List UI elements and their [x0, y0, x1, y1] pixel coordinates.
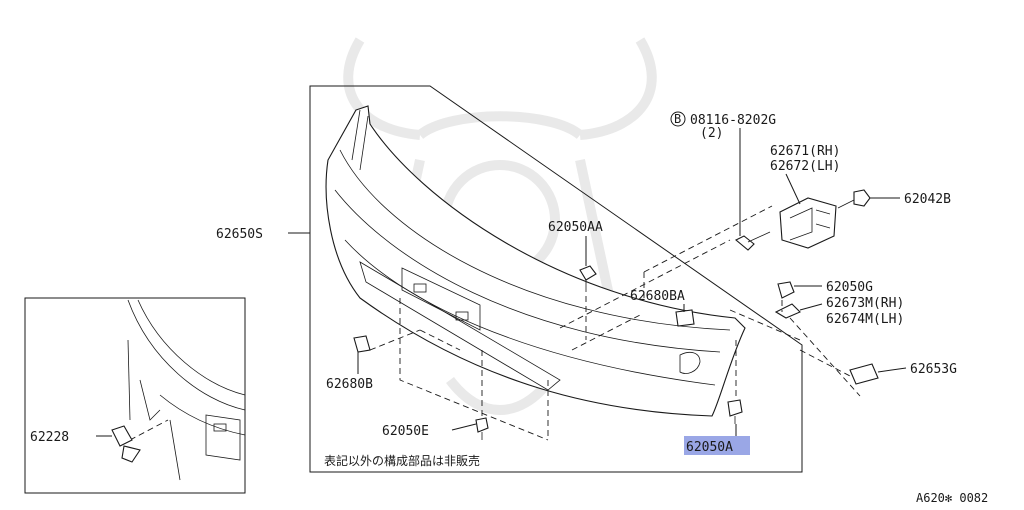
clip-62050e-part[interactable] [475, 417, 489, 440]
label-bolt-qty: (2) [700, 126, 723, 141]
bolt-marker-letter: B [674, 112, 681, 126]
label-62673m: 62673M(RH) [826, 296, 904, 311]
inset-bumper-detail [127, 299, 246, 481]
leader-lines [96, 128, 907, 438]
bolt-part[interactable] [735, 231, 771, 251]
clip-62050g-part[interactable] [777, 281, 795, 299]
inset-frame [24, 297, 246, 494]
nut-part[interactable] [837, 189, 871, 209]
label-62653g: 62653G [910, 362, 957, 377]
bumper-fascia[interactable] [325, 105, 746, 417]
label-62650s: 62650S [216, 227, 263, 242]
highlight-62050a [684, 436, 750, 455]
label-62050e: 62050E [382, 424, 429, 439]
bracket-62673m-part[interactable] [774, 303, 801, 319]
label-62680ba: 62680BA [630, 289, 685, 304]
label-62050g: 62050G [826, 280, 873, 295]
figure-code: A620✻ 0082 [916, 491, 988, 505]
label-62050a: 62050A [686, 440, 733, 455]
note-text: 表記以外の構成部品は非販売 [324, 453, 480, 468]
side-bracket[interactable] [779, 197, 837, 249]
retainer-62680b-part[interactable] [353, 335, 371, 353]
label-08116: 08116-8202G [690, 113, 776, 128]
label-62674m: 62674M(LH) [826, 312, 904, 327]
label-62671: 62671(RH) [770, 144, 840, 159]
cover-62653g-part[interactable] [849, 363, 879, 385]
label-62672: 62672(LH) [770, 159, 840, 174]
inset-bracket-part[interactable] [111, 425, 141, 463]
main-frame [309, 85, 803, 473]
bolt-marker-icon [670, 111, 686, 127]
label-62042b: 62042B [904, 192, 951, 207]
label-62228: 62228 [30, 430, 69, 445]
clip-62050a-part[interactable] [727, 399, 743, 424]
retainer-62680ba-part[interactable] [675, 309, 695, 327]
clip-62050aa-part[interactable] [579, 265, 597, 292]
assembly-lines [369, 205, 861, 441]
label-62050aa: 62050AA [548, 220, 603, 235]
label-62680b: 62680B [326, 377, 373, 392]
